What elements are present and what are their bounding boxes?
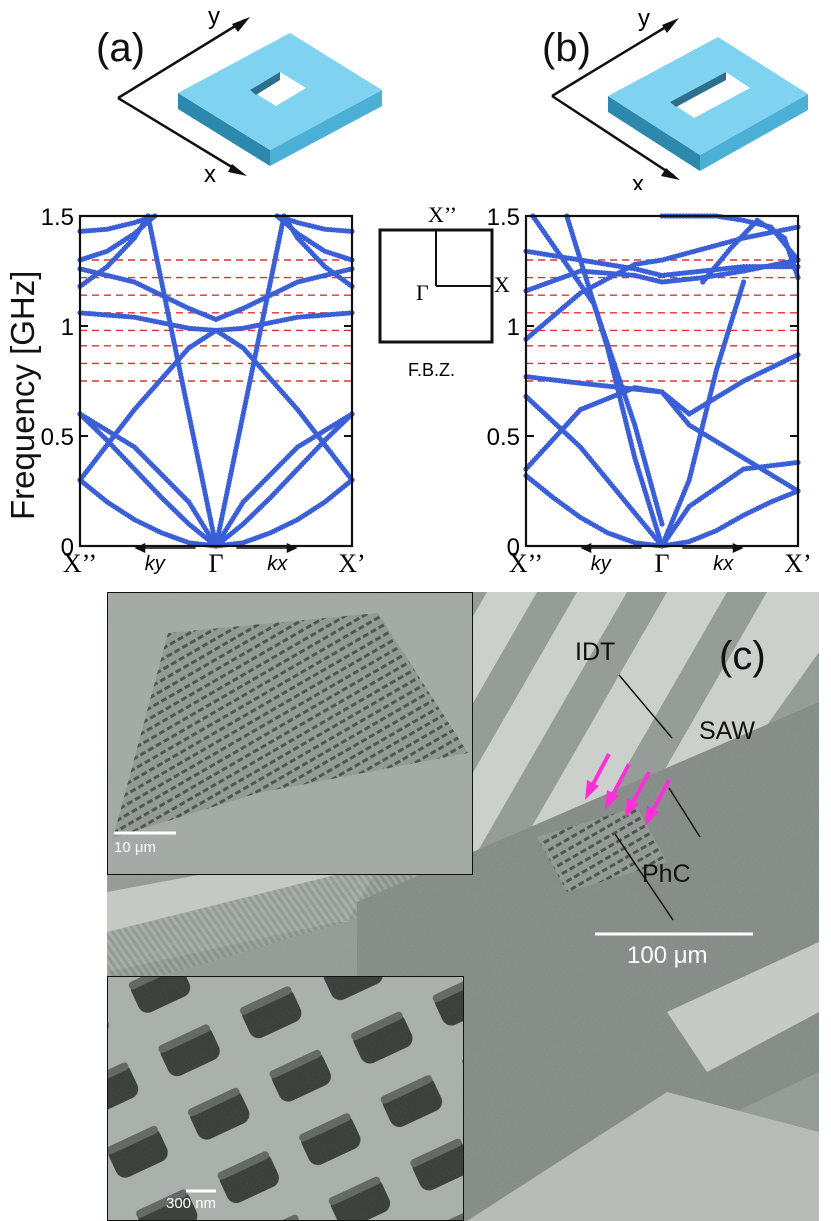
y-tick-label: 1 <box>507 314 520 341</box>
band-diagram-b: 0 0.5 1 1.5X’’ Γ X’ ky kx <box>487 204 812 578</box>
bz-label-x-prime: X’ <box>494 272 512 297</box>
sem-label-saw: SAW <box>699 717 756 745</box>
kx-arrow-head <box>286 543 298 553</box>
bz-label-gamma: Γ <box>416 280 429 305</box>
saw-arrow-head-1 <box>585 780 599 800</box>
plot-frame <box>524 214 800 548</box>
inset-phc-array: 10 μm <box>107 592 473 875</box>
x-tick-label: X’ <box>338 549 365 578</box>
band-series-0 <box>523 473 801 549</box>
kx-arrow-head <box>732 543 744 553</box>
band-point <box>741 279 747 285</box>
band-series-3 <box>77 411 355 549</box>
band-series-9 <box>77 213 151 289</box>
main-scale-label: 100 μm <box>627 942 708 969</box>
x-tick-label: Γ <box>654 549 669 578</box>
ky-arrow-head <box>580 543 592 553</box>
y-tick-label: 1.5 <box>487 204 520 231</box>
kx-label: kx <box>713 553 734 575</box>
saw-arrow-head-2 <box>605 790 619 810</box>
band-series-10 <box>700 217 801 285</box>
sem-label-idt: IDT <box>575 638 616 666</box>
saw-arrow-head-3 <box>625 798 639 818</box>
x-tick-label: Γ <box>208 549 223 578</box>
panel-label-a: (a) <box>96 26 145 70</box>
ky-label: ky <box>591 553 612 575</box>
x-tick-label: X’ <box>784 549 811 578</box>
band-diagram-a: 0 0.5 1 1.5X’’ Γ X’ ky kx <box>41 204 366 578</box>
panel-label-c: (c) <box>719 634 766 678</box>
bz-caption: F.B.Z. <box>408 360 455 380</box>
panel-label-b: (b) <box>542 26 591 70</box>
y-tick-label: 0.5 <box>41 424 74 451</box>
band-series-2 <box>523 385 801 494</box>
axis-letter-y: y <box>208 3 220 30</box>
axis-letter-x: x <box>204 161 216 188</box>
frequency-axis-label: Frequency [GHz] <box>4 270 41 520</box>
saw-arrow-head-4 <box>645 806 659 826</box>
band-point <box>659 521 665 527</box>
y-tick-label: 0.5 <box>487 424 520 451</box>
inset-top-scale-label: 10 μm <box>114 839 156 856</box>
band-series-3 <box>523 352 801 417</box>
x-tick-label: X’’ <box>509 549 543 578</box>
sem-micrograph: 10 μm 300 nm IDT SAW PhC (c) 100 μm <box>107 592 819 1221</box>
inset-bottom-scale-label: 300 nm <box>166 1195 217 1212</box>
kx-label: kx <box>267 553 288 575</box>
axis-letter-x: x <box>632 171 644 190</box>
inset-phc-zoom: 300 nm <box>107 976 464 1221</box>
y-tick-label: 0 <box>507 534 520 561</box>
ky-label: ky <box>145 553 166 575</box>
unit-cell-a-illustration: y x <box>117 3 382 188</box>
saw-arrow-3 <box>629 771 651 807</box>
plot-frame <box>78 214 354 548</box>
axis-letter-y: y <box>638 5 650 32</box>
y-tick-label: 1 <box>61 314 74 341</box>
ky-arrow-head <box>134 543 146 553</box>
y-tick-label: 0 <box>61 534 74 561</box>
band-series-8 <box>530 213 665 527</box>
brillouin-zone-inset: X’’ Γ X’ F.B.Z. <box>378 202 512 380</box>
y-tick-label: 1.5 <box>41 204 74 231</box>
band-series-2 <box>77 327 355 483</box>
x-tick-label: X’’ <box>63 549 97 578</box>
saw-arrow-4 <box>649 779 671 815</box>
bz-label-x-double-prime: X’’ <box>428 202 457 227</box>
sem-label-phc: PhC <box>642 860 691 888</box>
saw-arrow-1 <box>589 753 611 789</box>
saw-arrow-2 <box>609 763 631 799</box>
band-series-12 <box>281 213 355 289</box>
unit-cell-b-illustration: y x <box>551 5 808 190</box>
